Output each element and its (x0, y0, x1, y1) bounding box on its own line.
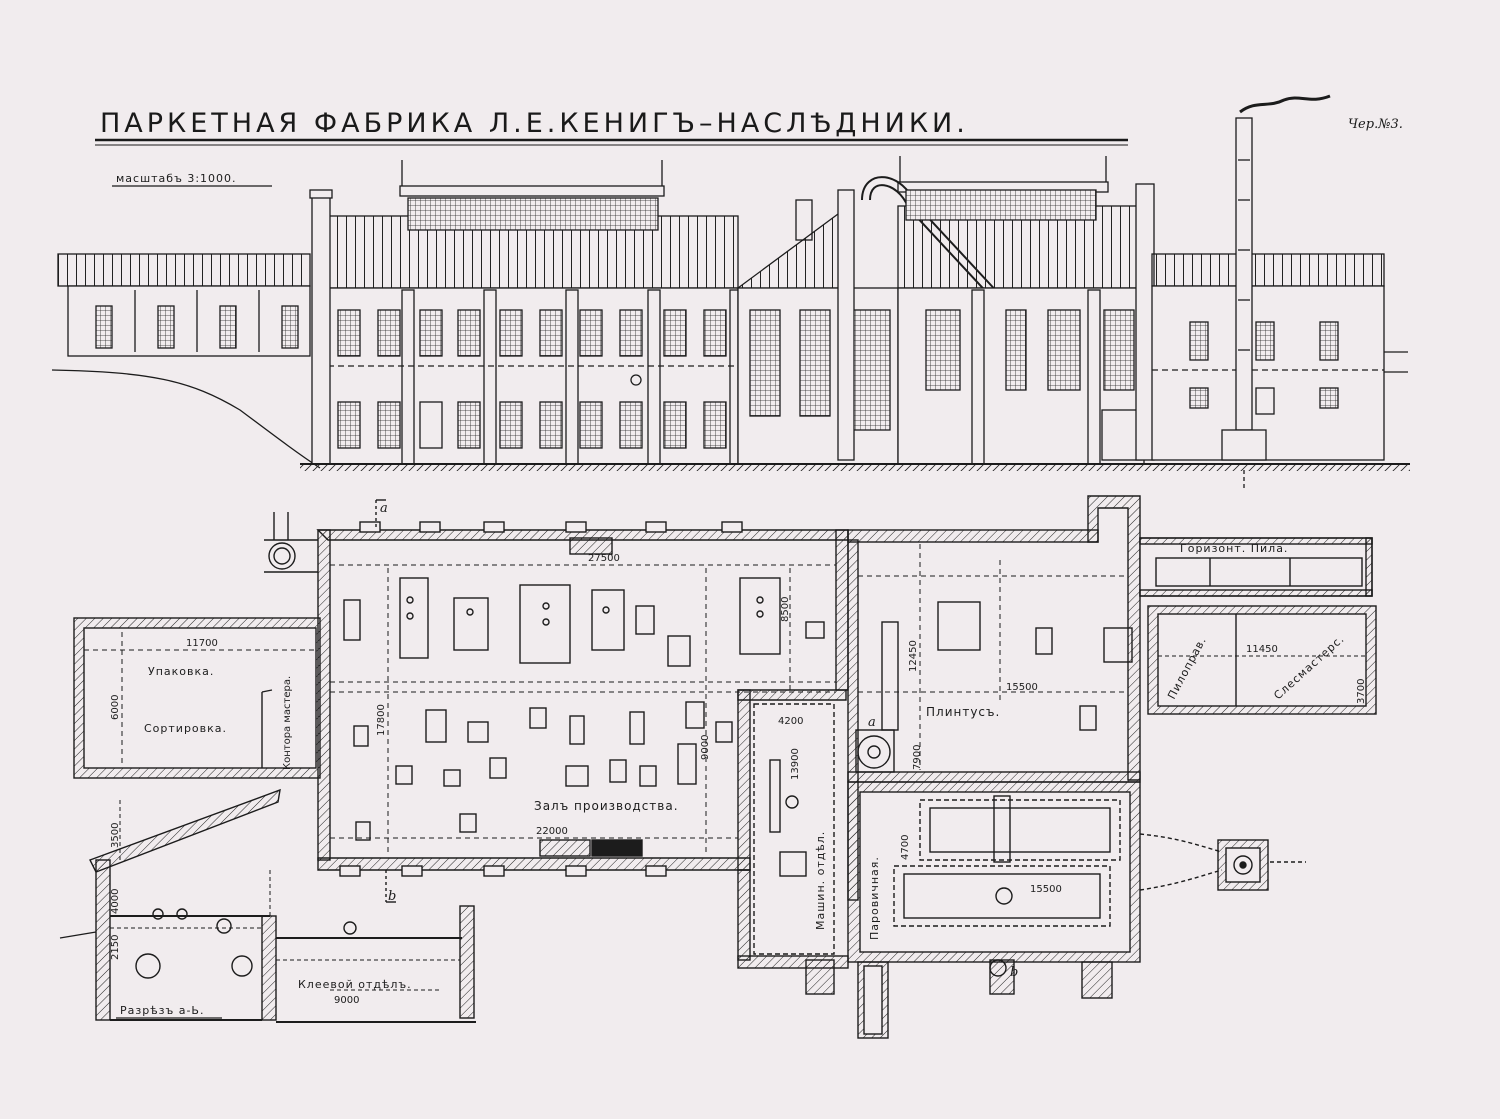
dim-9000: 9000 (700, 735, 711, 760)
dim-12450: 12450 (908, 640, 919, 672)
right-wing-windows (1189, 321, 1339, 415)
mark-b-boiler: b (1010, 965, 1018, 980)
dim-13900: 13900 (790, 748, 801, 780)
label-horizontal-saw: Горизонт. Пила. (1180, 542, 1288, 555)
label-packing: Упаковка. (148, 665, 214, 678)
dim-9000b: 9000 (334, 995, 359, 1006)
lower-windows (337, 374, 727, 449)
dim-11700: 11700 (186, 638, 218, 649)
dim-4700: 4700 (900, 835, 911, 860)
dim-17800: 17800 (376, 704, 387, 736)
left-wing-windows (95, 290, 299, 352)
upper-windows (337, 309, 727, 357)
dim-27500: 27500 (588, 553, 620, 564)
right-block-windows (925, 289, 1143, 465)
label-boiler-room: Паровичная. (868, 856, 881, 940)
label-section: Разрѣзъ а-Ь. (120, 1004, 204, 1017)
floor-plan (73, 495, 1377, 1039)
machines-upper (343, 577, 1133, 667)
dim-3500: 3500 (110, 823, 121, 848)
section-marks: a b a b (380, 501, 1018, 980)
dim-15500: 15500 (1006, 682, 1038, 693)
mark-a-boiler: a (868, 715, 876, 730)
dim-15500b: 15500 (1030, 884, 1062, 895)
dim-7900: 7900 (912, 745, 923, 770)
dim-6000: 6000 (110, 695, 121, 720)
label-sorting: Сортировка. (144, 722, 227, 735)
machines-lower (353, 701, 1097, 841)
pilasters (309, 189, 813, 465)
label-plinth: Плинтусъ. (926, 705, 1000, 719)
label-machine-dept: Машин. отдѣл. (814, 831, 827, 930)
dim-8500: 8500 (780, 597, 791, 622)
dim-22000: 22000 (536, 826, 568, 837)
dim-2150: 2150 (110, 935, 121, 960)
mark-a-top: a (380, 501, 388, 516)
facade-elevation (51, 94, 1410, 490)
sheet-number: Чер.№3. (1348, 117, 1403, 132)
label-glue-dept: Клеевой отдѣлъ. (298, 978, 412, 991)
mark-b-bottom: b (388, 889, 396, 904)
dim-3700: 3700 (1356, 679, 1367, 704)
label-production-hall: Залъ производства. (534, 799, 679, 813)
chimney (1221, 94, 1331, 490)
label-foreman-office: Контора мастера. (282, 676, 293, 770)
scale-label: масштабъ 3:1000. (116, 172, 237, 185)
drawing-title: ПАРКЕТНАЯ ФАБРИКА Л.Е.КЕНИГЪ–НАСЛѢДНИКИ. (100, 108, 969, 139)
dimension-labels: 27500 11700 6000 17800 22000 8500 12450 … (110, 553, 1367, 1006)
title-block: ПАРКЕТНАЯ ФАБРИКА Л.Е.КЕНИГЪ–НАСЛѢДНИКИ.… (95, 108, 1403, 187)
dim-4000: 4000 (110, 889, 121, 914)
dim-4200: 4200 (778, 716, 803, 727)
section-drawing (59, 788, 476, 1023)
dim-11450: 11450 (1246, 644, 1278, 655)
